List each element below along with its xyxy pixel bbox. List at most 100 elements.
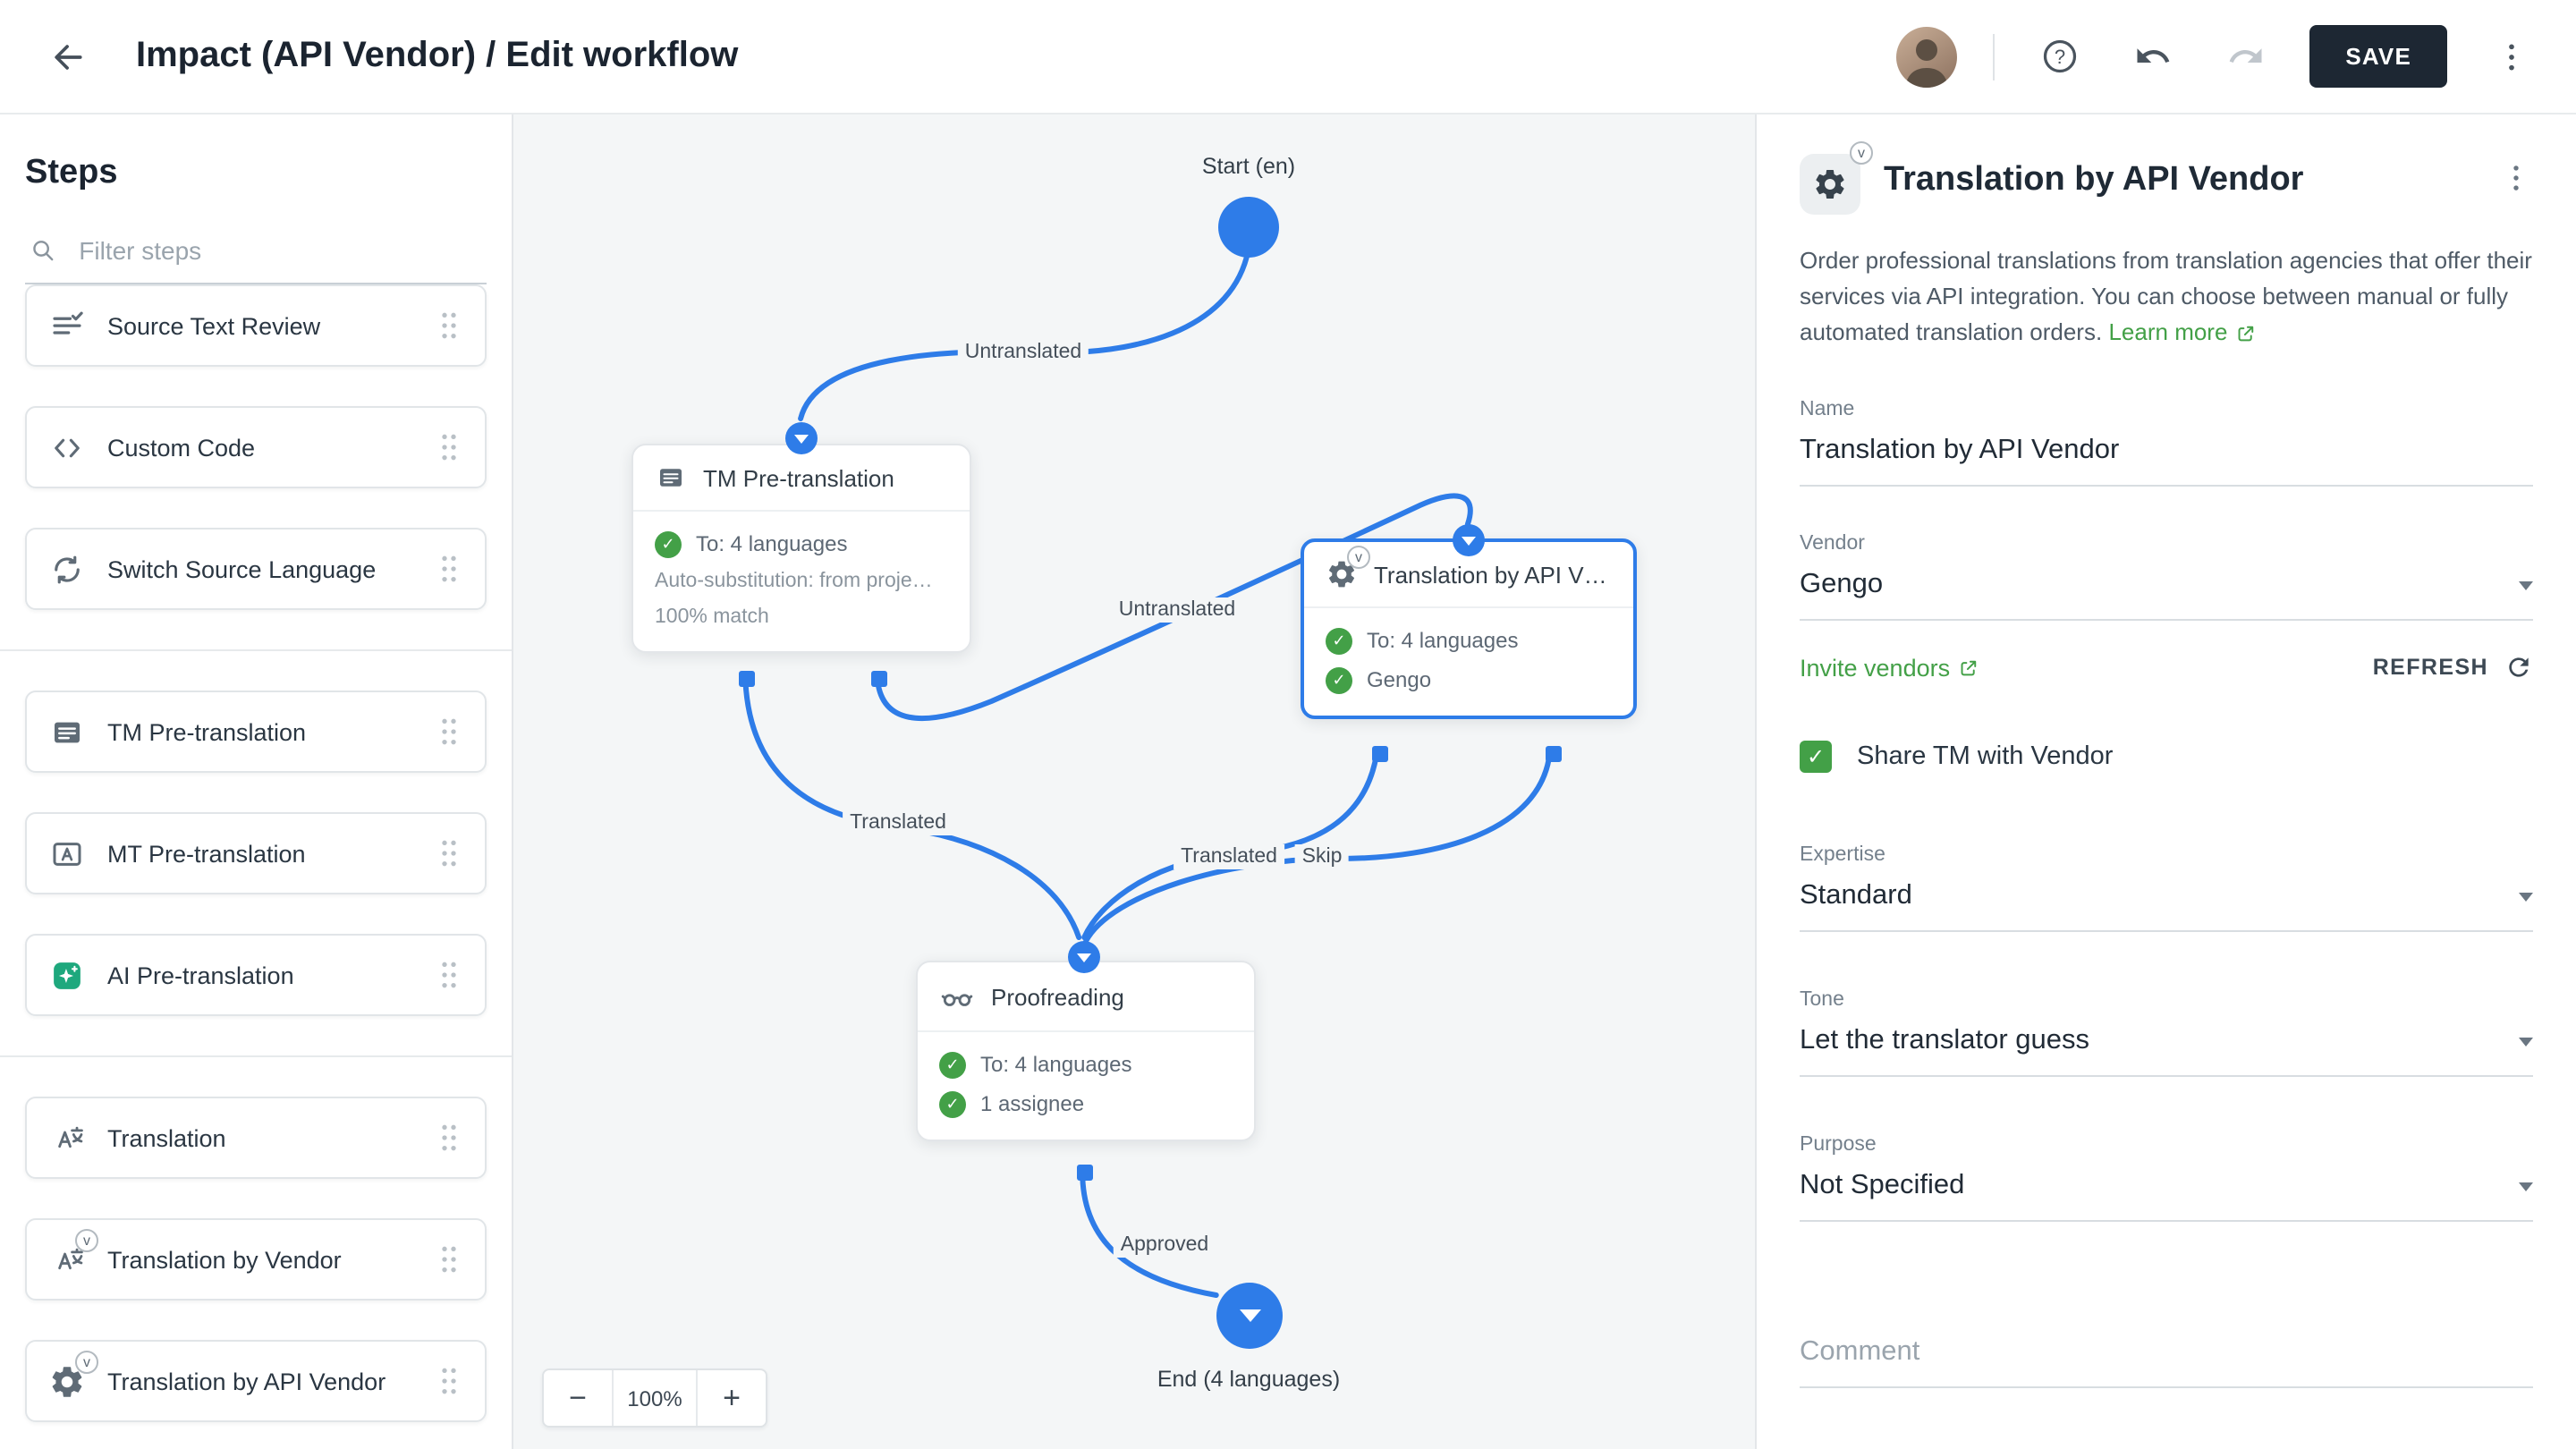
share-tm-checkbox-row[interactable]: Share TM with Vendor — [1800, 741, 2533, 774]
drag-handle-icon[interactable] — [431, 308, 467, 343]
drag-handle-icon[interactable] — [431, 835, 467, 871]
invite-vendors-link[interactable]: Invite vendors — [1800, 655, 1980, 682]
node-tm-pretranslation[interactable]: TM Pre-translation To: 4 languages Auto-… — [631, 444, 971, 653]
node-title: TM Pre-translation — [703, 464, 894, 491]
drag-handle-icon[interactable] — [431, 429, 467, 465]
step-card-tm-pretranslation[interactable]: TM Pre-translation — [25, 691, 487, 773]
overflow-menu-button[interactable] — [2483, 28, 2540, 85]
mt-icon — [48, 835, 86, 872]
node-header: v Translation by API V… — [1304, 542, 1633, 608]
step-card-switch-source-language[interactable]: Switch Source Language — [25, 528, 487, 610]
step-card-translation[interactable]: Translation — [25, 1097, 487, 1179]
step-label: Translation by API Vendor — [107, 1368, 386, 1394]
expertise-select[interactable]: Standard — [1800, 867, 2533, 933]
drag-handle-icon[interactable] — [431, 1241, 467, 1277]
external-link-icon — [2234, 322, 2258, 345]
checkbox-checked-icon[interactable] — [1800, 741, 1832, 774]
zoom-in-button[interactable] — [698, 1370, 766, 1426]
drag-handle-icon[interactable] — [431, 714, 467, 750]
topbar-actions: SAVE — [1896, 25, 2540, 88]
field-label: Tone — [1800, 989, 1844, 1012]
source-text-review-icon — [48, 307, 86, 344]
edge-label-skip: Skip — [1294, 844, 1350, 869]
redo-button[interactable] — [2216, 28, 2274, 85]
steps-heading: Steps — [25, 154, 118, 191]
selected-value: Standard — [1800, 880, 1912, 911]
edge-label-approved: Approved — [1113, 1233, 1216, 1258]
filter-steps-field[interactable] — [25, 218, 487, 284]
comment-input[interactable] — [1800, 1322, 2533, 1389]
vendor-badge: v — [75, 1350, 98, 1373]
node-body: To: 4 languages Auto-substitution: from … — [633, 512, 970, 651]
group-divider — [0, 649, 512, 651]
zoom-out-button[interactable] — [544, 1370, 612, 1426]
back-button[interactable] — [36, 24, 100, 89]
help-icon — [2038, 36, 2080, 77]
connector-port[interactable] — [871, 671, 887, 687]
step-card-source-text-review[interactable]: Source Text Review — [25, 284, 487, 367]
vendor-select[interactable]: Gengo — [1800, 555, 2533, 622]
chevron-down-icon — [2519, 580, 2533, 590]
edge-label-untranslated: Untranslated — [1111, 597, 1243, 623]
step-label: MT Pre-translation — [107, 840, 306, 867]
step-card-ai-pretranslation[interactable]: AI Pre-translation — [25, 934, 487, 1016]
start-node[interactable] — [1218, 197, 1279, 258]
avatar[interactable] — [1896, 26, 1958, 87]
step-card-translation-by-api-vendor[interactable]: v Translation by API Vendor — [25, 1340, 487, 1422]
refresh-icon — [2504, 654, 2533, 682]
node-row: To: 4 languages — [939, 1045, 1233, 1084]
save-button[interactable]: SAVE — [2309, 25, 2447, 88]
undo-icon — [2133, 38, 2171, 75]
top-bar: Impact (API Vendor) / Edit workflow SAVE — [0, 0, 2576, 114]
drag-handle-icon[interactable] — [431, 957, 467, 993]
field-label: Vendor — [1800, 533, 1865, 555]
page-title: Impact (API Vendor) / Edit workflow — [136, 36, 739, 75]
step-settings-panel: v Translation by API Vendor Order profes… — [1757, 114, 2576, 1449]
learn-more-link[interactable]: Learn more — [2108, 316, 2258, 352]
node-row: Gengo — [1326, 660, 1612, 699]
filter-steps-input[interactable] — [75, 234, 483, 267]
node-body: To: 4 languages 1 assignee — [918, 1032, 1254, 1140]
gear-icon-wrap: v — [1326, 546, 1370, 590]
kebab-icon — [2494, 38, 2529, 74]
expertise-field-group: Expertise Standard — [1800, 845, 2533, 933]
selected-value: Let the translator guess — [1800, 1025, 2089, 1056]
undo-button[interactable] — [2123, 28, 2181, 85]
connector-port[interactable] — [1546, 746, 1562, 762]
end-node[interactable] — [1216, 1283, 1283, 1349]
connector-port[interactable] — [1372, 746, 1388, 762]
group-divider — [0, 1055, 512, 1057]
step-card-custom-code[interactable]: Custom Code — [25, 406, 487, 488]
connector-port[interactable] — [739, 671, 755, 687]
gear-icon-wrap: v — [48, 1350, 98, 1400]
end-node-label: End (4 languages) — [1157, 1367, 1341, 1392]
arrow-down-icon — [1239, 1309, 1260, 1322]
redo-icon — [2226, 38, 2264, 75]
external-link-icon — [1957, 657, 1980, 680]
node-title: Proofreading — [991, 983, 1124, 1010]
drag-handle-icon[interactable] — [431, 551, 467, 587]
tone-select[interactable]: Let the translator guess — [1800, 1012, 2533, 1078]
step-card-mt-pretranslation[interactable]: MT Pre-translation — [25, 812, 487, 894]
workflow-canvas[interactable]: Untranslated Untranslated Translated Tra… — [512, 114, 1757, 1449]
gear-icon-wrap: v — [1800, 141, 1873, 215]
drag-handle-icon[interactable] — [431, 1363, 467, 1399]
drag-handle-icon[interactable] — [431, 1120, 467, 1156]
connector-port[interactable] — [1077, 1165, 1093, 1181]
chevron-down-icon — [2519, 1182, 2533, 1191]
node-translation-by-api-vendor[interactable]: v Translation by API V… To: 4 languages … — [1301, 538, 1637, 719]
checkbox-label: Share TM with Vendor — [1857, 742, 2114, 772]
ai-sparkle-icon — [48, 956, 86, 994]
step-card-translation-by-vendor[interactable]: v Translation by Vendor — [25, 1218, 487, 1301]
node-proofreading[interactable]: Proofreading To: 4 languages 1 assignee — [916, 961, 1256, 1141]
name-input[interactable] — [1800, 420, 2533, 487]
edge-label-untranslated: Untranslated — [957, 340, 1089, 365]
step-menu-button[interactable] — [2499, 161, 2533, 195]
purpose-select[interactable]: Not Specified — [1800, 1157, 2533, 1223]
node-title: Translation by API V… — [1374, 561, 1607, 588]
purpose-field-group: Purpose Not Specified — [1800, 1135, 2533, 1223]
help-button[interactable] — [2030, 28, 2088, 85]
refresh-button[interactable]: REFRESH — [2373, 654, 2533, 682]
chevron-down-icon — [2519, 1037, 2533, 1046]
vendor-badge: v — [75, 1228, 98, 1251]
